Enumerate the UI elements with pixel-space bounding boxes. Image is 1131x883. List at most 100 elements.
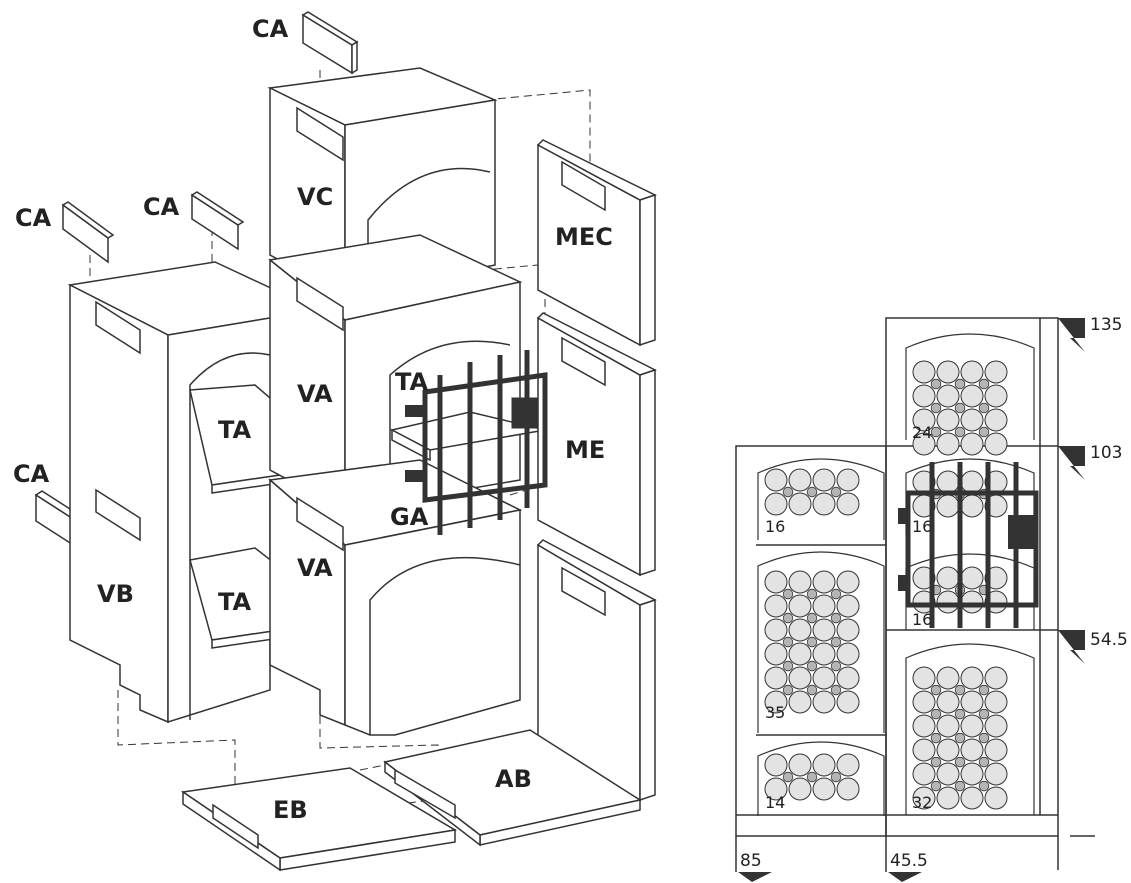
va-lower-label: VA bbox=[297, 554, 333, 582]
count-label-left-bottom: 14 bbox=[765, 793, 785, 812]
bottle bbox=[960, 786, 984, 810]
bottle bbox=[764, 594, 788, 618]
bottle-neck bbox=[954, 708, 966, 720]
bottle bbox=[912, 690, 936, 714]
bottle bbox=[912, 762, 936, 786]
height-dim-135: 135 bbox=[1058, 315, 1122, 352]
bottle bbox=[936, 738, 960, 762]
bottle bbox=[912, 384, 936, 408]
bottle bbox=[812, 618, 836, 642]
bottle bbox=[960, 690, 984, 714]
bottle-neck bbox=[830, 588, 842, 600]
layout-view: 24 16 16 16 35 14 32 135 103 54.5 bbox=[735, 315, 1128, 882]
bottle-neck bbox=[930, 756, 942, 768]
ta-upper-label: TA bbox=[218, 416, 252, 444]
bottle bbox=[836, 642, 860, 666]
bottle-neck bbox=[978, 708, 990, 720]
bottle bbox=[912, 432, 936, 456]
bottle bbox=[984, 714, 1008, 738]
bottle bbox=[836, 594, 860, 618]
bottle bbox=[912, 714, 936, 738]
bottle bbox=[984, 738, 1008, 762]
bottle bbox=[960, 432, 984, 456]
bottle bbox=[764, 690, 788, 714]
svg-text:85: 85 bbox=[740, 851, 762, 871]
bottle bbox=[936, 666, 960, 690]
bottle bbox=[936, 432, 960, 456]
bottle-neck bbox=[930, 402, 942, 414]
bottle-neck bbox=[954, 756, 966, 768]
bottle bbox=[984, 762, 1008, 786]
ta-gate-label: TA bbox=[395, 368, 429, 396]
bottle-neck bbox=[830, 612, 842, 624]
vc-label: VC bbox=[297, 183, 333, 211]
vb-label: VB bbox=[97, 580, 134, 608]
width-dim-45-5: 45.5 bbox=[885, 836, 928, 882]
bottle bbox=[788, 492, 812, 516]
bottle-neck bbox=[954, 378, 966, 390]
bottle bbox=[812, 594, 836, 618]
count-label-mid-lower: 16 bbox=[912, 610, 932, 629]
bottle-neck bbox=[782, 636, 794, 648]
ab-label: AB bbox=[495, 765, 532, 793]
bottle bbox=[912, 666, 936, 690]
bottle bbox=[936, 408, 960, 432]
bottle-neck bbox=[830, 486, 842, 498]
bottle bbox=[936, 360, 960, 384]
bottle-neck bbox=[978, 378, 990, 390]
ab-base bbox=[383, 729, 642, 847]
bottle-neck bbox=[954, 402, 966, 414]
bottle-neck bbox=[830, 684, 842, 696]
ga-label: GA bbox=[390, 503, 429, 531]
bottle bbox=[764, 642, 788, 666]
bottle bbox=[812, 570, 836, 594]
bottle bbox=[812, 777, 836, 801]
count-label-right-bottom: 32 bbox=[912, 793, 932, 812]
bottle bbox=[788, 666, 812, 690]
height-dim-103: 103 bbox=[1058, 443, 1122, 480]
bottle bbox=[764, 777, 788, 801]
bottle bbox=[788, 570, 812, 594]
bottle bbox=[764, 618, 788, 642]
bottle bbox=[812, 492, 836, 516]
bottle bbox=[836, 468, 860, 492]
bottle bbox=[812, 642, 836, 666]
bottle bbox=[936, 470, 960, 494]
bottle-neck bbox=[806, 771, 818, 783]
bottle bbox=[764, 468, 788, 492]
bottle bbox=[984, 432, 1008, 456]
bottle-groups bbox=[757, 333, 1035, 816]
ca-label-mid: CA bbox=[143, 193, 180, 221]
bottle-neck bbox=[830, 660, 842, 672]
bottle-neck bbox=[954, 732, 966, 744]
bottle-neck bbox=[806, 486, 818, 498]
bottle bbox=[788, 468, 812, 492]
va-upper-module bbox=[268, 234, 523, 512]
bottle-neck bbox=[782, 612, 794, 624]
left-column-frame bbox=[735, 445, 887, 837]
layout-gate bbox=[898, 462, 1039, 628]
exploded-view: CA CA CA CA VC MEC VA TA TA ME GA VA VB … bbox=[13, 11, 657, 872]
bottle bbox=[960, 738, 984, 762]
bottle-neck bbox=[978, 684, 990, 696]
count-label-mid-upper: 16 bbox=[912, 517, 932, 536]
me-panel bbox=[536, 312, 657, 577]
bottle-neck bbox=[806, 588, 818, 600]
bottle bbox=[936, 762, 960, 786]
bottle bbox=[912, 408, 936, 432]
bottle-neck bbox=[782, 771, 794, 783]
count-label-top: 24 bbox=[912, 423, 932, 442]
bottle bbox=[984, 690, 1008, 714]
va-lower-module bbox=[268, 459, 523, 736]
ca-label-side: CA bbox=[13, 460, 50, 488]
bottle-neck bbox=[806, 660, 818, 672]
bottle bbox=[764, 666, 788, 690]
bottle bbox=[960, 360, 984, 384]
bottle bbox=[960, 408, 984, 432]
bottle bbox=[836, 666, 860, 690]
bottle bbox=[936, 566, 960, 590]
height-dim-54-5: 54.5 bbox=[1058, 630, 1128, 664]
compartment-arch bbox=[757, 741, 885, 816]
ca-connector-mid bbox=[190, 191, 245, 251]
bottle bbox=[764, 570, 788, 594]
